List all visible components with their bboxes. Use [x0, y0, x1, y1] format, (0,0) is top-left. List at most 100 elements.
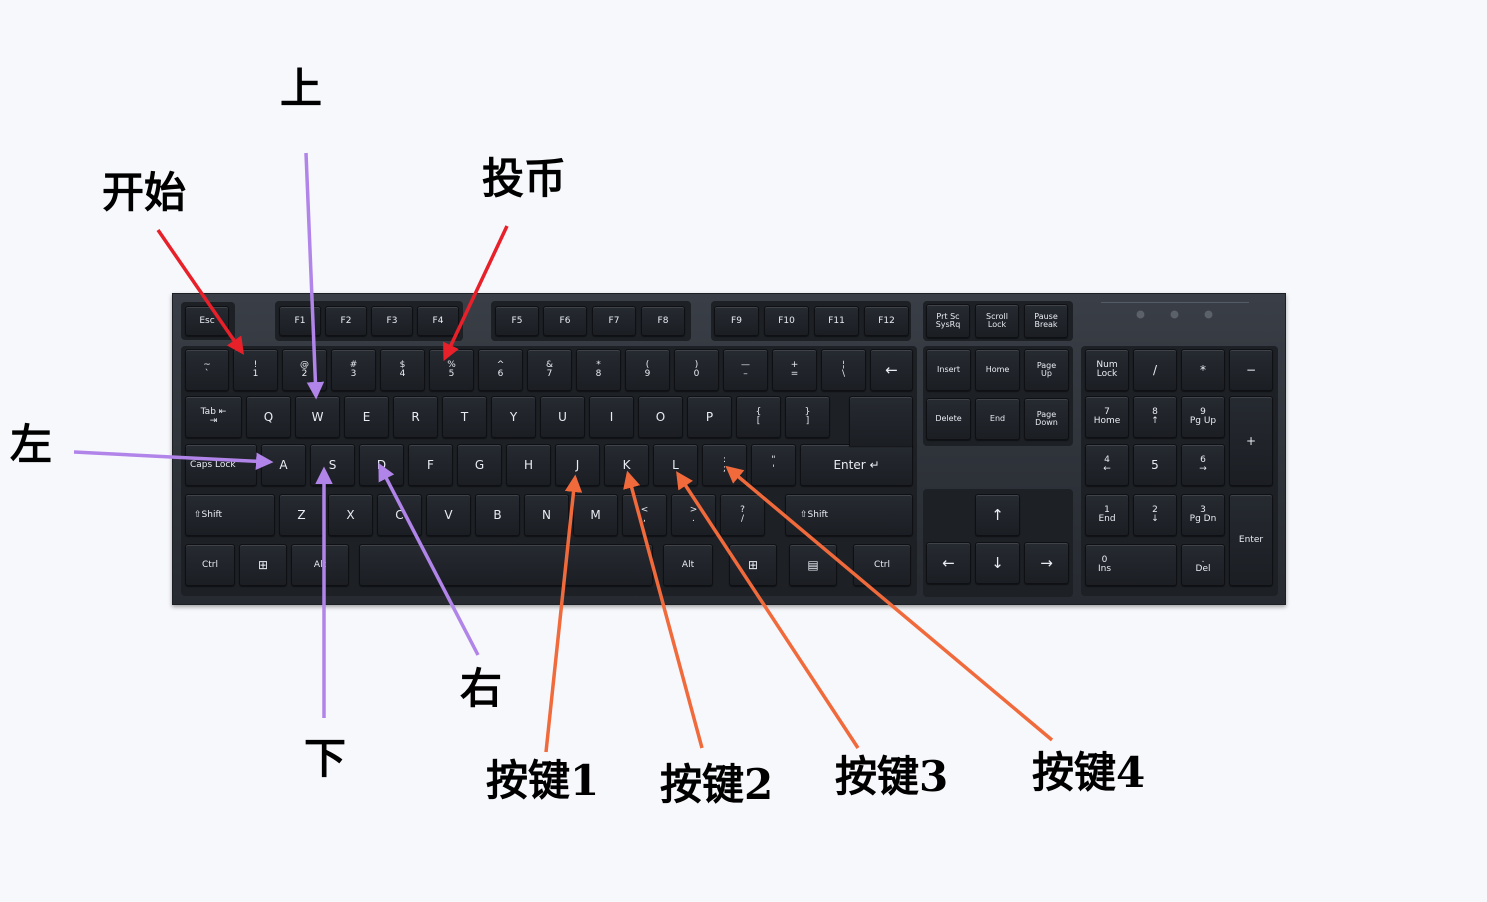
key-scroll-lock[interactable]: Scroll Lock — [975, 304, 1019, 338]
key-home[interactable]: Home — [975, 349, 1020, 391]
key-delete[interactable]: Delete — [926, 398, 971, 440]
key-numpad-0[interactable]: 0 Ins — [1085, 544, 1177, 586]
key-arrow-down[interactable]: ↓ — [975, 542, 1020, 584]
key-5[interactable]: % 5 — [429, 349, 474, 391]
key-numpad-multiply[interactable]: * — [1181, 349, 1225, 391]
key-l[interactable]: L — [653, 444, 698, 486]
key-f6[interactable]: F6 — [543, 306, 587, 336]
key-comma[interactable]: < , — [622, 494, 667, 536]
key-pause-break[interactable]: Pause Break — [1024, 304, 1068, 338]
key-k[interactable]: K — [604, 444, 649, 486]
key-backslash[interactable]: ¦ \ — [821, 349, 866, 391]
key-left-windows[interactable]: ⊞ — [239, 544, 287, 586]
key-right-windows[interactable]: ⊞ — [729, 544, 777, 586]
key-p[interactable]: P — [687, 396, 732, 438]
key-numpad-4[interactable]: 4 ← — [1085, 444, 1129, 486]
key-o[interactable]: O — [638, 396, 683, 438]
key-caps-lock[interactable]: Caps Lock — [185, 444, 257, 486]
key-3[interactable]: # 3 — [331, 349, 376, 391]
key-end[interactable]: End — [975, 398, 1020, 440]
key-esc[interactable]: Esc — [185, 306, 229, 336]
key-m[interactable]: M — [573, 494, 618, 536]
key-f7[interactable]: F7 — [592, 306, 636, 336]
key-right-alt[interactable]: Alt — [663, 544, 713, 586]
key-c[interactable]: C — [377, 494, 422, 536]
key-f2[interactable]: F2 — [325, 306, 367, 336]
key-0[interactable]: ) 0 — [674, 349, 719, 391]
key-enter[interactable]: Enter ↵ — [800, 444, 913, 486]
key-left-alt[interactable]: Alt — [291, 544, 349, 586]
key-9[interactable]: ( 9 — [625, 349, 670, 391]
key-1[interactable]: ! 1 — [233, 349, 278, 391]
key-s[interactable]: S — [310, 444, 355, 486]
key-tab[interactable]: Tab ⇤ ⇥ — [185, 396, 242, 438]
key-j[interactable]: J — [555, 444, 600, 486]
key-f9[interactable]: F9 — [714, 306, 759, 336]
key-numpad-plus[interactable]: + — [1229, 396, 1273, 486]
key-v[interactable]: V — [426, 494, 471, 536]
key-insert[interactable]: Insert — [926, 349, 971, 391]
key-f12[interactable]: F12 — [864, 306, 909, 336]
key-2[interactable]: @ 2 — [282, 349, 327, 391]
key-y[interactable]: Y — [491, 396, 536, 438]
key-numpad-9[interactable]: 9 Pg Up — [1181, 396, 1225, 438]
key-page-down[interactable]: Page Down — [1024, 398, 1069, 440]
key-numpad-enter[interactable]: Enter — [1229, 494, 1273, 586]
key-numpad-divide[interactable]: / — [1133, 349, 1177, 391]
key-period[interactable]: > . — [671, 494, 716, 536]
key-page-up[interactable]: Page Up — [1024, 349, 1069, 391]
key-backtick[interactable]: ~ ` — [185, 349, 229, 391]
key-f[interactable]: F — [408, 444, 453, 486]
key-slash[interactable]: ? / — [720, 494, 765, 536]
key-quote[interactable]: " ' — [751, 444, 796, 486]
key-f1[interactable]: F1 — [279, 306, 321, 336]
key-numpad-decimal[interactable]: . Del — [1181, 544, 1225, 586]
key-arrow-left[interactable]: ← — [926, 542, 971, 584]
key-space[interactable] — [359, 544, 653, 586]
key-numpad-5[interactable]: 5 — [1133, 444, 1177, 486]
key-print-screen[interactable]: Prt Sc SysRq — [926, 304, 970, 338]
key-left-bracket[interactable]: { [ — [736, 396, 781, 438]
key-semicolon[interactable]: : ; — [702, 444, 747, 486]
key-left-ctrl[interactable]: Ctrl — [185, 544, 235, 586]
key-right-ctrl[interactable]: Ctrl — [853, 544, 911, 586]
key-f4[interactable]: F4 — [417, 306, 459, 336]
key-7[interactable]: & 7 — [527, 349, 572, 391]
key-equals[interactable]: + = — [772, 349, 817, 391]
key-numpad-minus[interactable]: − — [1229, 349, 1273, 391]
key-arrow-right[interactable]: → — [1024, 542, 1069, 584]
key-numpad-3[interactable]: 3 Pg Dn — [1181, 494, 1225, 536]
key-t[interactable]: T — [442, 396, 487, 438]
key-right-bracket[interactable]: } ] — [785, 396, 830, 438]
key-g[interactable]: G — [457, 444, 502, 486]
key-f10[interactable]: F10 — [764, 306, 809, 336]
key-a[interactable]: A — [261, 444, 306, 486]
key-u[interactable]: U — [540, 396, 585, 438]
key-n[interactable]: N — [524, 494, 569, 536]
key-numpad-1[interactable]: 1 End — [1085, 494, 1129, 536]
key-i[interactable]: I — [589, 396, 634, 438]
key-h[interactable]: H — [506, 444, 551, 486]
key-left-shift[interactable]: ⇧Shift — [185, 494, 275, 536]
key-numpad-8[interactable]: 8 ↑ — [1133, 396, 1177, 438]
key-enter-top[interactable] — [849, 396, 913, 446]
key-e[interactable]: E — [344, 396, 389, 438]
key-arrow-up[interactable]: ↑ — [975, 494, 1020, 536]
key-q[interactable]: Q — [246, 396, 291, 438]
key-backspace[interactable]: ← — [870, 349, 913, 391]
key-right-shift[interactable]: ⇧Shift — [785, 494, 913, 536]
key-8[interactable]: * 8 — [576, 349, 621, 391]
key-w[interactable]: W — [295, 396, 340, 438]
key-z[interactable]: Z — [279, 494, 324, 536]
key-r[interactable]: R — [393, 396, 438, 438]
key-6[interactable]: ^ 6 — [478, 349, 523, 391]
key-x[interactable]: X — [328, 494, 373, 536]
key-b[interactable]: B — [475, 494, 520, 536]
key-numpad-2[interactable]: 2 ↓ — [1133, 494, 1177, 536]
key-f8[interactable]: F8 — [641, 306, 685, 336]
key-numpad-7[interactable]: 7 Home — [1085, 396, 1129, 438]
key-d[interactable]: D — [359, 444, 404, 486]
key-menu[interactable]: ▤ — [789, 544, 837, 586]
key-4[interactable]: $ 4 — [380, 349, 425, 391]
key-numpad-6[interactable]: 6 → — [1181, 444, 1225, 486]
